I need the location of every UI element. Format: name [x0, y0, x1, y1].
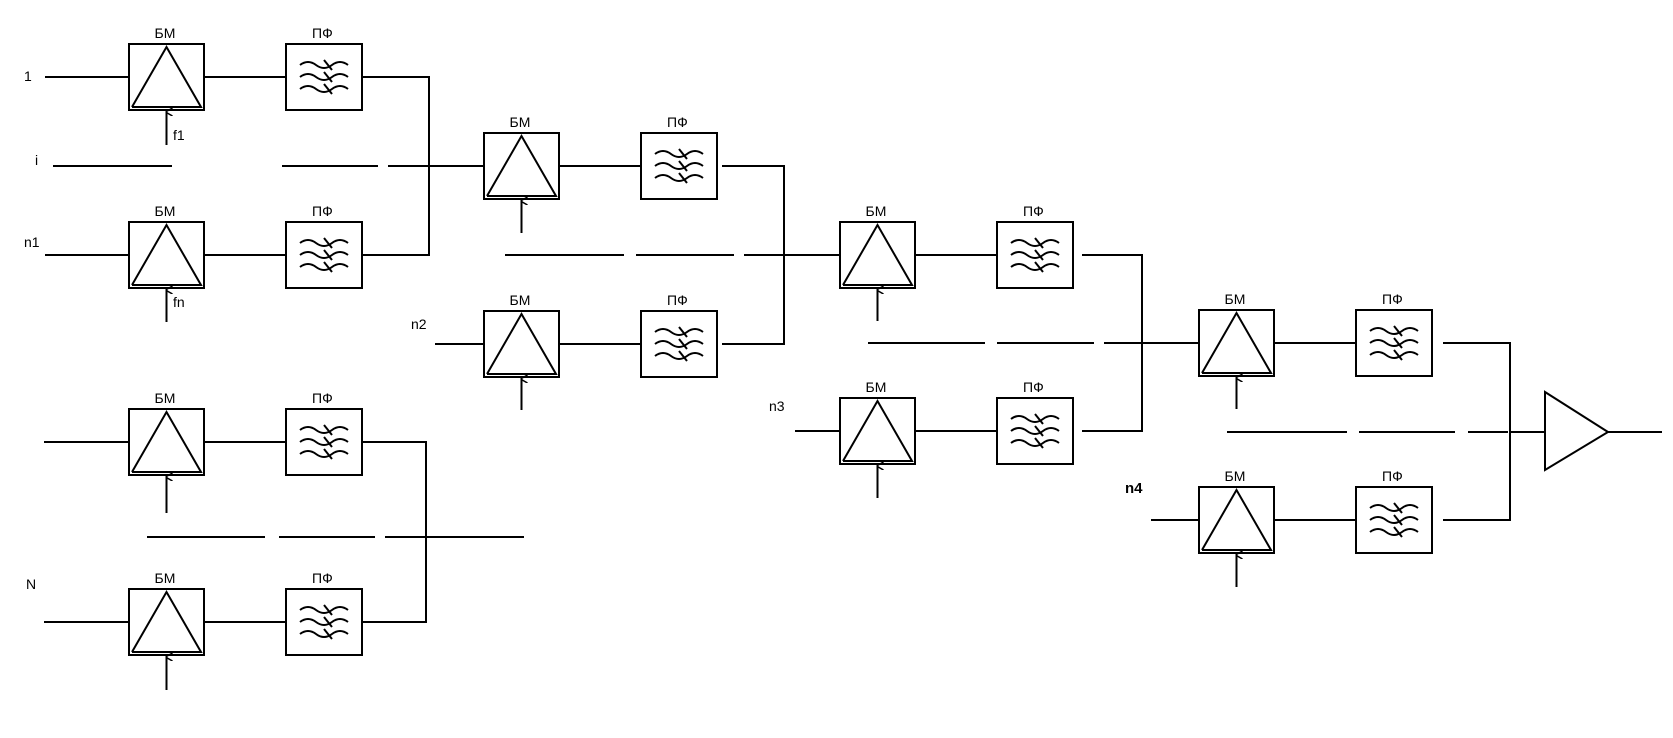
input-label-n2: n2	[411, 316, 427, 332]
filter-block	[1355, 486, 1433, 554]
unit-stage1b-N: БМ ПФ	[128, 570, 363, 690]
filter-block	[640, 132, 718, 200]
input-label-n3: n3	[769, 398, 785, 414]
bandpass-filter-icon	[299, 604, 349, 640]
filter-block	[1355, 309, 1433, 377]
modulator-label: БМ	[155, 25, 176, 41]
filter-block	[996, 221, 1074, 289]
input-label-n1: n1	[24, 234, 40, 250]
modulator-label: БМ	[866, 203, 887, 219]
modulator-triangle-icon	[131, 589, 203, 653]
modulator-block	[128, 43, 205, 111]
modulator-triangle-icon	[486, 133, 558, 197]
input-label-i: i	[35, 152, 38, 168]
filter-label: ПФ	[312, 390, 333, 406]
modulator-label: БМ	[155, 203, 176, 219]
modulator-label: БМ	[1225, 291, 1246, 307]
filter-block	[640, 310, 718, 378]
input-label-n4: n4	[1125, 480, 1143, 497]
input-label-1: 1	[24, 68, 32, 84]
combiner-buses	[362, 76, 1545, 623]
modulator-triangle-icon	[131, 222, 203, 286]
modulator-block	[839, 397, 916, 465]
filter-label: ПФ	[667, 292, 688, 308]
modulator-label: БМ	[155, 570, 176, 586]
filter-label: ПФ	[312, 570, 333, 586]
bandpass-filter-icon	[1369, 502, 1419, 538]
modulator-label: БМ	[1225, 468, 1246, 484]
filter-label: ПФ	[1382, 291, 1403, 307]
unit-stage3-top: БМ ПФ	[839, 203, 1074, 321]
modulator-triangle-icon	[842, 222, 914, 286]
filter-block	[285, 43, 363, 111]
filter-block	[285, 221, 363, 289]
filter-label: ПФ	[1023, 203, 1044, 219]
unit-stage4-top: БМ ПФ	[1198, 291, 1433, 409]
unit-stage4-n4: БМ ПФ	[1198, 468, 1433, 587]
bandpass-filter-icon	[654, 148, 704, 184]
carrier-label-f1: f1	[173, 127, 185, 143]
carrier-label-fn: fn	[173, 294, 185, 310]
modulator-triangle-icon	[1201, 310, 1273, 374]
modulator-block	[483, 310, 560, 378]
modulator-block	[1198, 486, 1275, 554]
bandpass-filter-icon	[1010, 237, 1060, 273]
modulator-block	[483, 132, 560, 200]
unit-stage1b-top: БМ ПФ	[128, 390, 363, 513]
filter-label: ПФ	[312, 25, 333, 41]
modulator-triangle-icon	[842, 398, 914, 462]
bandpass-filter-icon	[299, 237, 349, 273]
unit-stage3-n3: БМ ПФ	[839, 379, 1074, 498]
modulator-block	[128, 221, 205, 289]
modulator-block	[839, 221, 916, 289]
modulator-block	[128, 588, 205, 656]
filter-block	[285, 408, 363, 476]
modulator-triangle-icon	[131, 409, 203, 473]
modulator-label: БМ	[510, 292, 531, 308]
filter-block	[285, 588, 363, 656]
filter-label: ПФ	[1023, 379, 1044, 395]
unit-stage2-n2: БМ ПФ	[483, 292, 718, 410]
modulator-block	[1198, 309, 1275, 377]
bandpass-filter-icon	[1010, 413, 1060, 449]
bandpass-filter-icon	[654, 326, 704, 362]
modulator-label: БМ	[155, 390, 176, 406]
bandpass-filter-icon	[1369, 325, 1419, 361]
filter-block	[996, 397, 1074, 465]
filter-label: ПФ	[312, 203, 333, 219]
modulator-triangle-icon	[131, 44, 203, 108]
modulator-label: БМ	[510, 114, 531, 130]
input-label-N: N	[26, 576, 36, 592]
unit-stage2-top: БМ ПФ	[483, 114, 718, 233]
ellipsis-lines	[53, 165, 1508, 538]
unit-stage1-top: БМ ПФ	[128, 25, 363, 145]
bandpass-filter-icon	[299, 424, 349, 460]
modulator-triangle-icon	[486, 311, 558, 375]
unit-stage1-n1: БМ ПФ	[128, 203, 363, 322]
filter-label: ПФ	[1382, 468, 1403, 484]
modulator-block	[128, 408, 205, 476]
filter-label: ПФ	[667, 114, 688, 130]
output-amplifier	[1544, 390, 1610, 472]
modulator-label: БМ	[866, 379, 887, 395]
modulator-triangle-icon	[1201, 487, 1273, 551]
bandpass-filter-icon	[299, 59, 349, 95]
